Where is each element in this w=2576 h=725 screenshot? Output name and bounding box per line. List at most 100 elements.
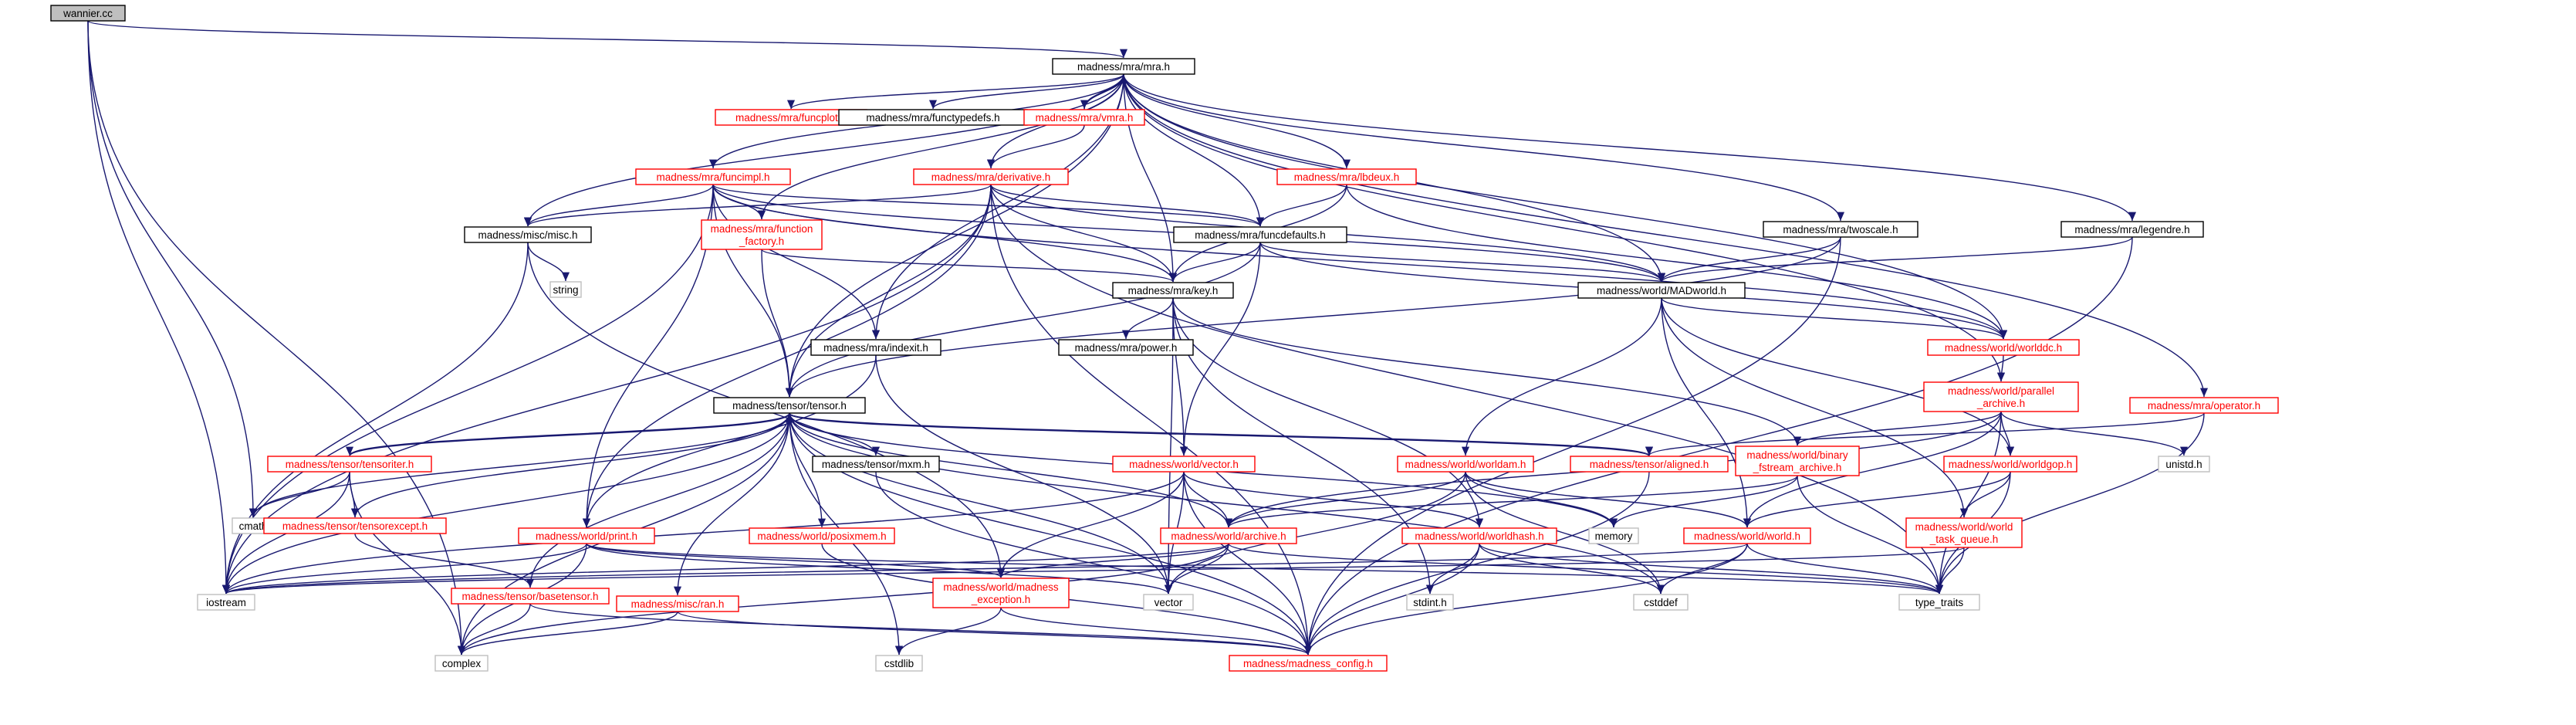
node-worldhash[interactable]: madness/world/worldhash.h xyxy=(1401,527,1557,544)
node-task-queue[interactable]: madness/world/world_task_queue.h xyxy=(1905,517,2023,548)
node-vmra[interactable]: madness/mra/vmra.h xyxy=(1023,109,1145,126)
include-edge-tensor-to-cstddef xyxy=(789,412,1665,595)
node-key[interactable]: madness/mra/key.h xyxy=(1112,282,1234,299)
node-label: madness/world/posixmem.h xyxy=(757,530,886,542)
include-edge-tensor-to-archive xyxy=(789,412,1232,528)
node-label: madness/tensor/mxm.h xyxy=(822,459,930,470)
include-edge-mra-to-legendre xyxy=(1123,73,2136,222)
include-edge-print-to-iostream xyxy=(222,543,587,595)
include-edge-indexit-to-print xyxy=(582,354,877,528)
node-mra[interactable]: madness/mra/mra.h xyxy=(1052,58,1195,75)
include-edge-derivative-to-key xyxy=(990,184,1177,283)
node-box xyxy=(267,456,432,473)
node-legendre[interactable]: madness/mra/legendre.h xyxy=(2060,221,2204,238)
node-funcfactory[interactable]: madness/mra/function_factory.h xyxy=(701,219,823,250)
include-edge-tensor-to-iostream xyxy=(222,412,790,595)
include-edge-mra-to-twoscale xyxy=(1123,73,1844,222)
include-edge-parallel_archive-to-type_traits xyxy=(1935,411,2002,595)
include-edge-vector_h-to-madness_exception xyxy=(996,471,1185,578)
include-edge-key-to-binary_fstream xyxy=(1172,297,1801,446)
node-power[interactable]: madness/mra/power.h xyxy=(1058,339,1194,356)
include-edge-key-to-worldhash xyxy=(1172,297,1484,528)
node-lbdeux[interactable]: madness/mra/lbdeux.h xyxy=(1276,168,1417,185)
include-edge-operator-to-type_traits xyxy=(1935,412,2205,595)
node-functypedefs[interactable]: madness/mra/functypedefs.h xyxy=(838,109,1028,126)
node-misc[interactable]: madness/misc/misc.h xyxy=(464,226,592,243)
node-wannier[interactable]: wannier.cc xyxy=(50,5,126,22)
node-worldam[interactable]: madness/world/worldam.h xyxy=(1397,456,1534,473)
node-world[interactable]: madness/world/world.h xyxy=(1683,527,1811,544)
include-edge-vector_h-to-iostream xyxy=(222,471,1185,595)
node-tensorexcept[interactable]: madness/tensor/tensorexcept.h xyxy=(263,517,447,534)
node-label: memory xyxy=(1595,530,1633,542)
include-edge-tensor-to-tensoriter xyxy=(346,412,790,456)
include-edge-vmra-to-derivative xyxy=(987,124,1085,169)
include-edge-derivative-to-tensor xyxy=(785,184,992,398)
node-madness-exception[interactable]: madness/world/madness_exception.h xyxy=(932,578,1070,608)
node-label: madness/mra/funcdefaults.h xyxy=(1195,229,1326,241)
include-edge-parallel_archive-to-unistd xyxy=(2000,411,2188,456)
node-derivative[interactable]: madness/mra/derivative.h xyxy=(913,168,1069,185)
node-box xyxy=(50,5,126,22)
node-tensor[interactable]: madness/tensor/tensor.h xyxy=(713,397,866,414)
include-edge-worldgop-to-task_queue xyxy=(1959,471,2011,518)
include-edge-worldhash-to-stdint xyxy=(1425,543,1480,595)
node-box xyxy=(1927,339,2080,356)
include-edge-world-to-madness_config xyxy=(1304,543,1748,656)
node-label: madness/world/worldam.h xyxy=(1405,459,1526,470)
include-edge-derivative-to-iostream xyxy=(222,184,992,595)
node-aligned[interactable]: madness/tensor/aligned.h xyxy=(1570,456,1729,473)
include-edge-mra-to-misc xyxy=(524,73,1124,227)
include-edge-lbdeux-to-worlddc xyxy=(1346,184,2007,340)
node-worldgop[interactable]: madness/world/worldgop.h xyxy=(1943,456,2077,473)
node-label: madness/mra/operator.h xyxy=(2148,400,2260,412)
include-edge-worldam-to-archive xyxy=(1225,471,1466,528)
node-worlddc[interactable]: madness/world/worlddc.h xyxy=(1927,339,2080,356)
node-box xyxy=(1173,226,1347,243)
node-box xyxy=(2060,221,2204,238)
include-edge-tensor-to-vector xyxy=(789,412,1172,595)
include-edge-legendre-to-madworld xyxy=(1658,236,2133,283)
include-edge-world-to-iostream xyxy=(222,543,1748,595)
include-edge-funcfactory-to-tensor xyxy=(761,249,794,398)
node-label: madness/world/vector.h xyxy=(1129,459,1239,470)
node-mxm[interactable]: madness/tensor/mxm.h xyxy=(812,456,940,473)
node-box xyxy=(1229,655,1388,672)
include-edge-basetensor-to-madness_config xyxy=(529,603,1312,656)
include-edge-binary_fstream-to-memory xyxy=(1610,475,1798,528)
node-box xyxy=(1898,594,1980,611)
include-edge-parallel_archive-to-binary_fstream xyxy=(1793,411,2002,446)
node-label: madness/world/worldgop.h xyxy=(1949,459,2073,470)
include-edge-tensoriter-to-complex xyxy=(349,471,466,656)
node-funcimpl[interactable]: madness/mra/funcimpl.h xyxy=(635,168,791,185)
include-edge-archive-to-iostream xyxy=(222,543,1229,595)
node-label: madness/tensor/tensoriter.h xyxy=(286,459,414,470)
node-archive[interactable]: madness/world/archive.h xyxy=(1160,527,1297,544)
node-indexit[interactable]: madness/mra/indexit.h xyxy=(810,339,941,356)
node-label: _task_queue.h xyxy=(1929,534,1999,545)
include-edge-funcimpl-to-worlddc xyxy=(712,184,2007,340)
node-operator[interactable]: madness/mra/operator.h xyxy=(2129,397,2279,414)
node-box xyxy=(749,527,895,544)
node-print[interactable]: madness/world/print.h xyxy=(518,527,655,544)
node-ran[interactable]: madness/misc/ran.h xyxy=(616,595,739,612)
node-twoscale[interactable]: madness/mra/twoscale.h xyxy=(1763,221,1918,238)
node-box xyxy=(1735,446,1860,476)
node-funcdefaults[interactable]: madness/mra/funcdefaults.h xyxy=(1173,226,1347,243)
node-madness-config[interactable]: madness/madness_config.h xyxy=(1229,655,1388,672)
node-tensoriter[interactable]: madness/tensor/tensoriter.h xyxy=(267,456,432,473)
node-label: _exception.h xyxy=(971,594,1031,605)
include-edge-mxm-to-madness_config xyxy=(875,471,1312,656)
node-label: complex xyxy=(442,658,482,669)
node-binary-fstream[interactable]: madness/world/binary_fstream_archive.h xyxy=(1735,446,1860,476)
node-label: unistd.h xyxy=(2165,459,2202,470)
node-vector: vector xyxy=(1143,594,1194,611)
node-box xyxy=(616,595,739,612)
node-parallel-archive[interactable]: madness/world/parallel_archive.h xyxy=(1923,381,2079,412)
node-madworld[interactable]: madness/world/MADworld.h xyxy=(1577,282,1746,299)
node-vector-h[interactable]: madness/world/vector.h xyxy=(1112,456,1256,473)
node-basetensor[interactable]: madness/tensor/basetensor.h xyxy=(451,588,610,605)
include-edge-mra-to-funcdefaults xyxy=(1123,73,1265,227)
include-edge-legendre-to-madness_config xyxy=(1304,236,2133,656)
node-posixmem[interactable]: madness/world/posixmem.h xyxy=(749,527,895,544)
